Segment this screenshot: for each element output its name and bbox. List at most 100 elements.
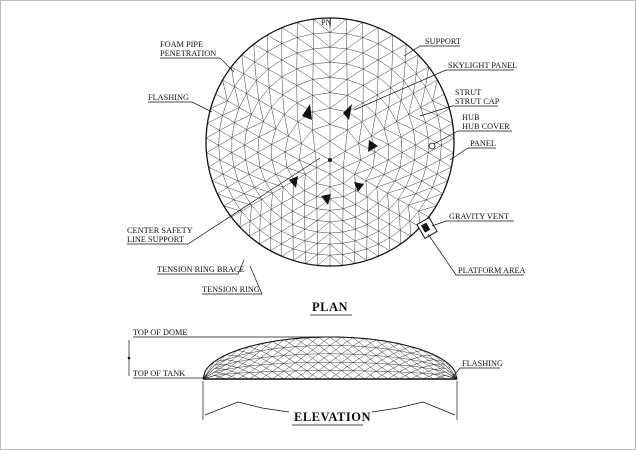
- dome-strut: [399, 215, 401, 231]
- dome-strut: [358, 143, 361, 161]
- dome-strut: [296, 79, 313, 86]
- dome-strut: [377, 193, 388, 204]
- dome-strut: [445, 368, 458, 380]
- skylight-panel: [368, 140, 378, 152]
- dome-strut: [437, 108, 450, 116]
- dome-strut: [269, 76, 283, 88]
- dome-strut: [249, 350, 261, 354]
- dome-strut: [299, 143, 302, 161]
- dome-strut: [329, 159, 344, 168]
- dome-strut: [249, 371, 261, 373]
- dome-strut: [414, 159, 427, 168]
- dome-strut: [364, 346, 377, 348]
- dome-strut: [254, 61, 269, 70]
- dome-strut: [387, 341, 400, 351]
- dome-strut: [366, 236, 379, 245]
- dome-strut: [410, 365, 423, 368]
- dome-strut: [415, 193, 427, 200]
- dome-strut: [284, 143, 302, 153]
- dome-strut: [283, 363, 296, 372]
- dome-strut: [293, 248, 306, 253]
- dome-strut: [425, 86, 433, 101]
- dome-strut: [226, 359, 238, 362]
- dome-strut: [376, 363, 388, 365]
- dome-strut: [222, 173, 239, 182]
- dome-strut: [249, 205, 252, 222]
- gravity-vent-label: GRAVITY VENT: [449, 212, 509, 221]
- dome-strut: [387, 363, 400, 373]
- dome-strut: [342, 228, 356, 233]
- dome-strut: [343, 183, 356, 191]
- dome-strut: [288, 135, 302, 144]
- dome-strut: [314, 151, 318, 168]
- dome-strut: [384, 121, 397, 129]
- dome-strut: [261, 193, 273, 200]
- dome-strut: [261, 199, 272, 210]
- dome-strut: [405, 187, 417, 194]
- dome-strut: [396, 114, 409, 122]
- dome-strut: [425, 187, 433, 200]
- dome-strut: [270, 203, 283, 210]
- dome-strut: [292, 216, 305, 225]
- elevation-dome-outline: [202, 336, 458, 380]
- dome-strut: [301, 129, 313, 144]
- dome-strut: [292, 229, 305, 238]
- dome-strut: [215, 93, 228, 101]
- dome-strut: [244, 144, 259, 153]
- dome-strut: [416, 54, 419, 74]
- dome-strut: [241, 211, 251, 222]
- dome-strut: [422, 364, 434, 368]
- dome-strut: [378, 237, 390, 245]
- dome-strut: [388, 100, 402, 108]
- dome-strut: [271, 107, 285, 115]
- elevation-dome-grid: [202, 336, 458, 380]
- dome-strut: [295, 346, 308, 355]
- dome-strut: [225, 350, 238, 360]
- dome-strut: [317, 243, 331, 255]
- dome-strut: [329, 254, 343, 256]
- dome-strut: [383, 174, 396, 182]
- dome-strut: [378, 243, 390, 251]
- dome-strut: [272, 355, 284, 357]
- top-of-dome-label: TOP OF DOME: [133, 328, 187, 337]
- dome-strut: [433, 373, 446, 376]
- dome-strut: [281, 217, 293, 225]
- dome-strut: [202, 361, 215, 380]
- dome-strut: [260, 348, 273, 352]
- strut-cap-label: STRUT CAP: [455, 97, 500, 106]
- dome-strut: [260, 215, 271, 225]
- dome-strut: [341, 337, 354, 347]
- dome-strut: [281, 76, 283, 95]
- dome-strut: [281, 236, 294, 245]
- dome-strut: [329, 48, 347, 63]
- dome-strut: [329, 63, 348, 78]
- dome-strut: [408, 107, 421, 115]
- dome-strut: [214, 369, 227, 373]
- dome-strut: [441, 137, 455, 146]
- dome-strut: [410, 352, 423, 362]
- dome-strut: [353, 353, 365, 356]
- dome-strut: [437, 115, 441, 131]
- dome-strut: [344, 129, 348, 152]
- hub-label: HUB: [462, 113, 480, 122]
- dome-strut: [388, 152, 403, 161]
- dome-strut: [292, 204, 305, 212]
- dome-strut: [425, 159, 441, 168]
- dome-strut: [408, 193, 417, 206]
- dome-strut: [227, 187, 245, 194]
- dome-strut: [249, 359, 261, 366]
- dome-strut: [399, 357, 411, 360]
- dome-strut: [347, 121, 363, 130]
- dome-strut: [329, 370, 342, 380]
- dome-strut: [445, 371, 458, 380]
- dome-strut: [305, 252, 318, 255]
- dome-strut: [433, 371, 446, 375]
- dome-strut: [210, 100, 228, 109]
- dome-strut: [234, 114, 252, 123]
- dome-strut: [375, 94, 378, 115]
- dome-strut: [408, 114, 414, 130]
- dome-strut: [251, 100, 260, 115]
- dome-strut: [226, 364, 238, 368]
- dome-strut: [237, 359, 250, 362]
- elevation-title: ELEVATION: [294, 410, 371, 424]
